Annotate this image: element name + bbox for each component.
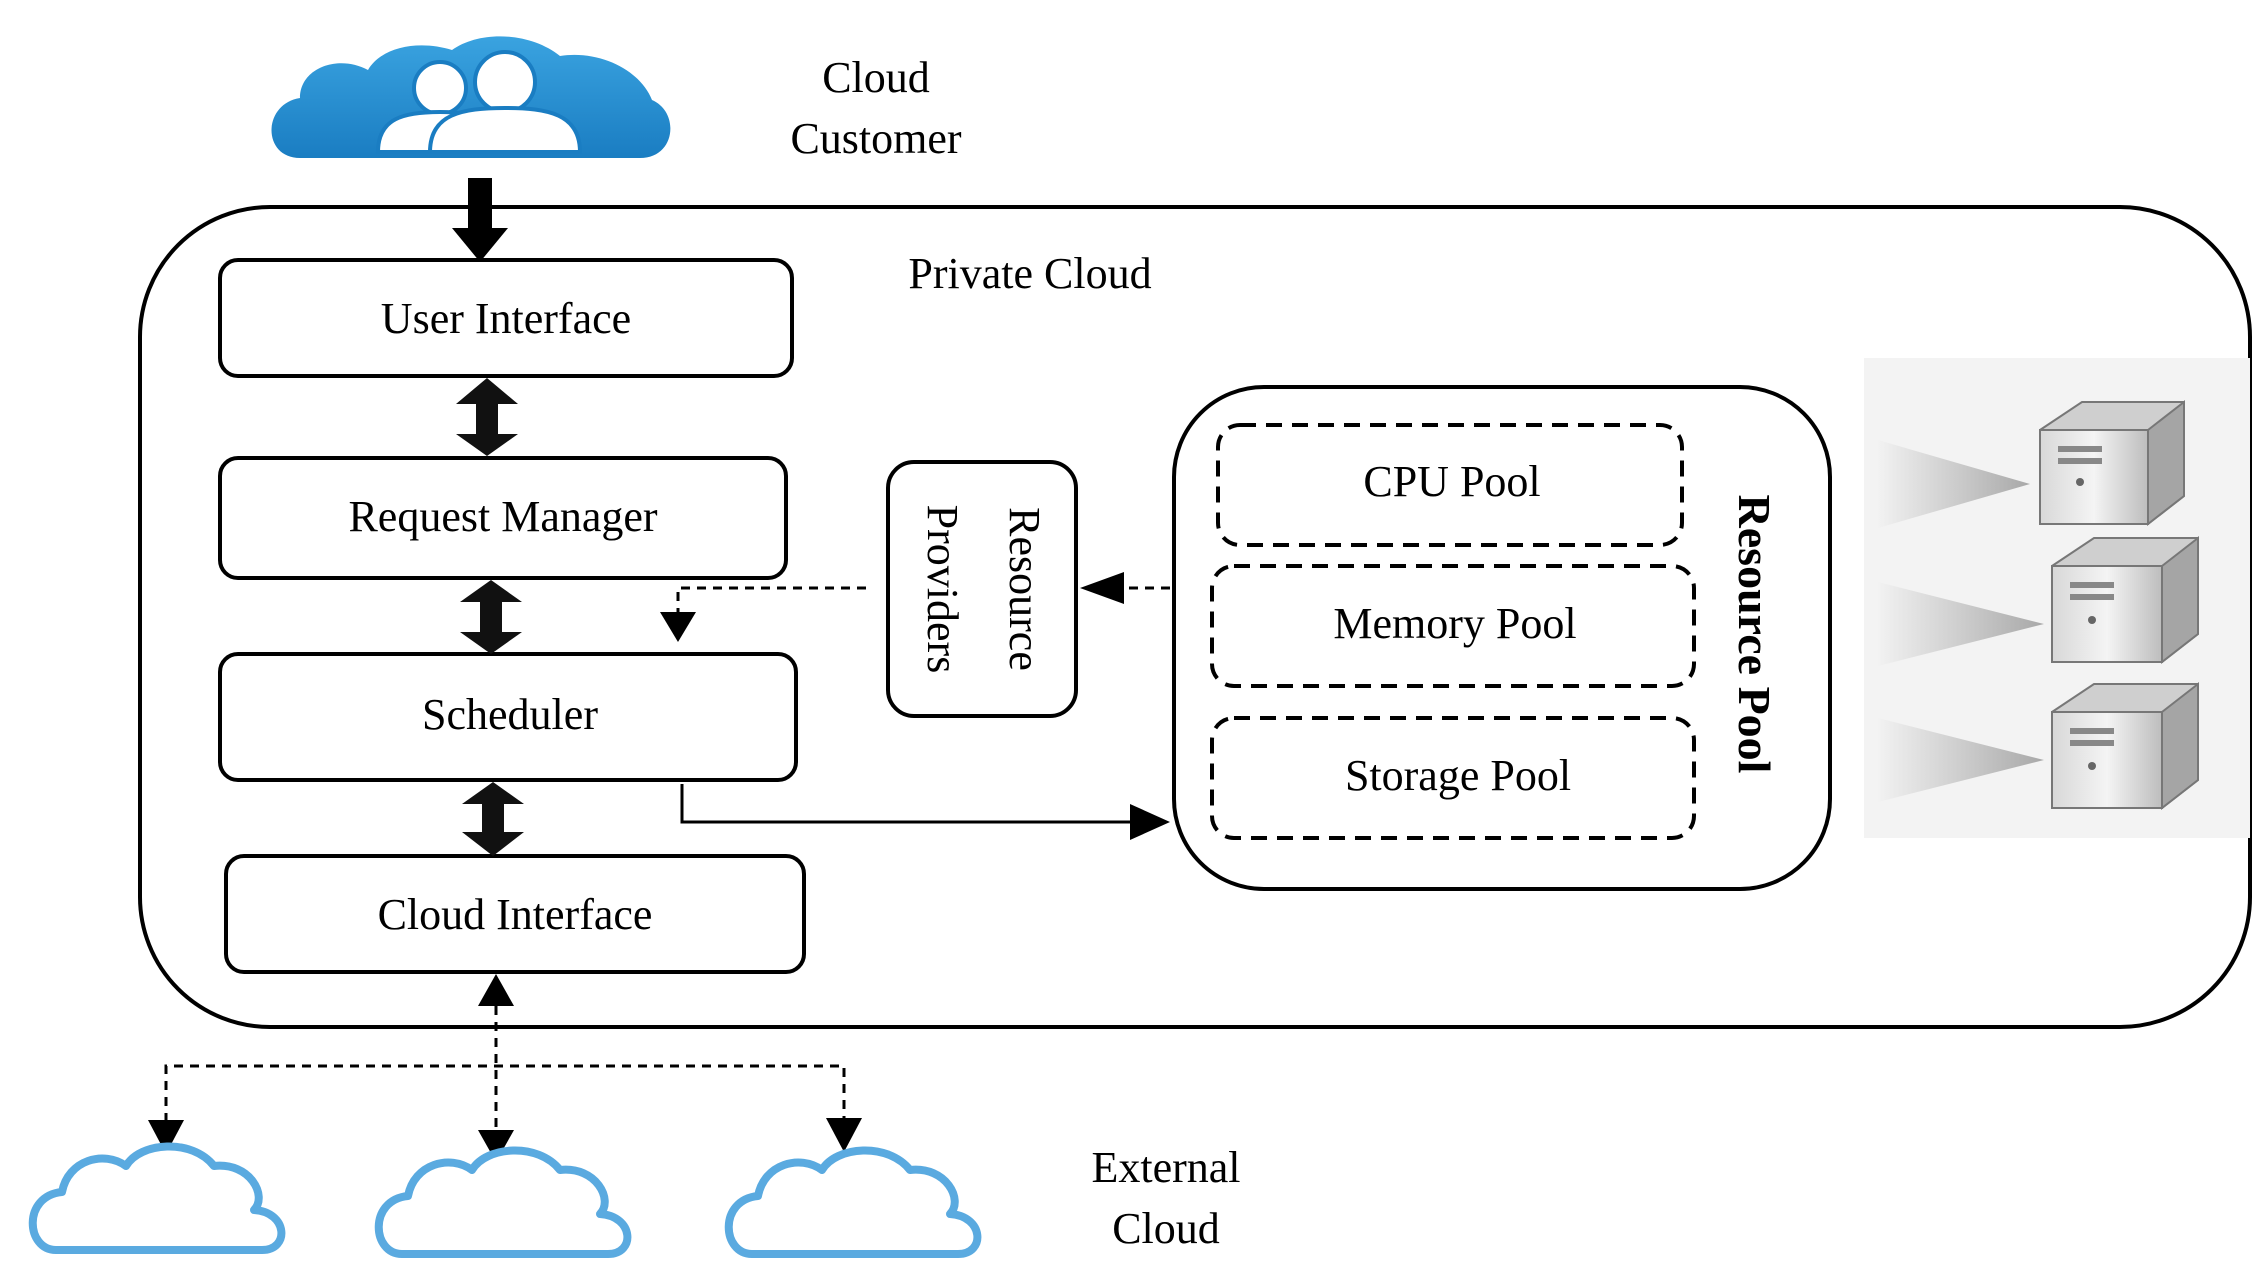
user-interface-box: User Interface [218, 258, 794, 378]
cloud-interface-box: Cloud Interface [224, 854, 806, 974]
cloud-customer-label-line1: Cloud [822, 53, 930, 102]
resource-pool-container: Resource Pool [1172, 385, 1832, 891]
external-cloud-label-line2: Cloud [1112, 1204, 1220, 1253]
storage-pool-label: Storage Pool [1345, 751, 1571, 800]
scheduler-box: Scheduler [218, 652, 798, 782]
customer-to-ui-arrow [452, 178, 508, 262]
server-icon [1878, 681, 2199, 811]
cpu-pool-label: CPU Pool [1363, 457, 1540, 506]
resource-providers-label-line2: Providers [918, 505, 967, 674]
resource-providers-box: Resource Providers [886, 460, 1078, 718]
request-manager-label: Request Manager [348, 492, 657, 541]
external-cloud-icon [374, 1146, 632, 1258]
server-icon [1878, 535, 2199, 666]
cpu-pool-box: CPU Pool [1216, 423, 1684, 547]
request-manager-box: Request Manager [218, 456, 788, 580]
servers-illustration [1864, 358, 2250, 838]
external-cloud-icon [724, 1146, 982, 1258]
pool-to-providers-dashed-arrow [1080, 572, 1170, 604]
cloud-customer-icon [271, 36, 671, 159]
external-cloud-icon [28, 1142, 286, 1254]
ui-request-double-arrow [456, 378, 518, 456]
providers-to-scheduler-dashed-arrow [660, 586, 866, 642]
scheduler-cloudinterface-double-arrow [462, 782, 524, 856]
resource-pool-title: Resource Pool [1729, 495, 1780, 774]
scheduler-label: Scheduler [422, 690, 598, 739]
resource-providers-label-line1: Resource [1000, 507, 1049, 671]
server-icon [1878, 399, 2185, 528]
external-connector-arrows [148, 974, 862, 1162]
scheduler-to-pool-arrow [680, 784, 1170, 840]
cloud-interface-label: Cloud Interface [378, 890, 653, 939]
storage-pool-box: Storage Pool [1210, 716, 1696, 840]
request-scheduler-double-arrow [460, 580, 522, 654]
private-cloud-title: Private Cloud [908, 249, 1151, 298]
cloud-customer-label-line2: Customer [790, 114, 961, 163]
user-interface-label: User Interface [381, 294, 631, 343]
memory-pool-box: Memory Pool [1210, 564, 1696, 688]
memory-pool-label: Memory Pool [1333, 599, 1576, 648]
external-cloud-label-line1: External [1091, 1143, 1240, 1192]
